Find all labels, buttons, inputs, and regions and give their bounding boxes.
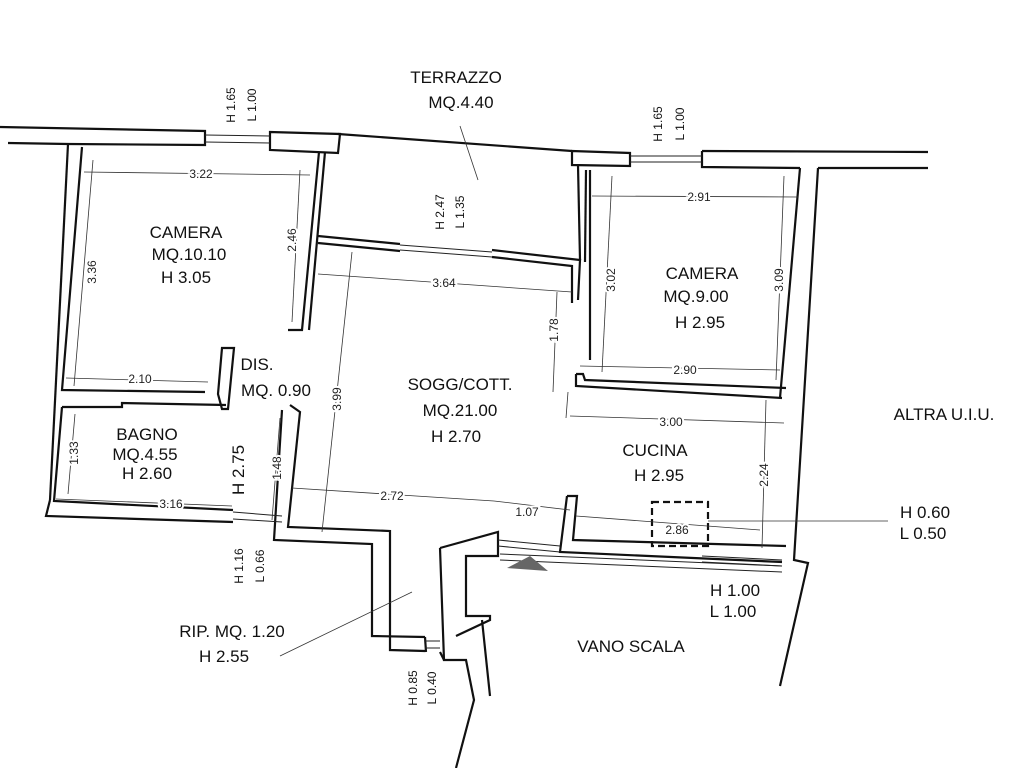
dim-1-78: 1.78 [547,318,561,342]
dim-2-72: 2.72 [380,489,404,503]
dis-name: DIS. [240,355,273,374]
dim-3-00: 3.00 [659,415,683,429]
vent-opening [650,500,710,548]
window7-width: L 0.50 [900,524,947,543]
vano-scala-label: VANO SCALA [577,637,685,656]
window-labels: H 1.65 L 1.00 H 2.47 L 1.35 H 1.65 L 1.0… [224,87,950,706]
window4-height: H 1.16 [232,548,246,584]
window1-height: H 1.65 [224,87,238,123]
bagno-height: H 2.60 [122,464,172,483]
rip-area: RIP. MQ. 1.20 [179,622,285,641]
dim-1-33: 1.33 [67,441,81,465]
dim-3-16: 3.16 [159,497,183,511]
camera1-name: CAMERA [150,223,223,242]
dim-2-24: 2.24 [757,463,771,487]
dim-3-22: 3.22 [189,167,213,181]
bagno-name: BAGNO [116,425,177,444]
window-sills [204,134,783,649]
window2-height: H 2.47 [433,194,447,230]
stair-hatch [499,553,783,573]
camera1-height: H 3.05 [161,268,211,287]
window6-height: H 1.00 [710,581,760,600]
bagno-area: MQ.4.55 [112,445,177,464]
terrazzo-area: MQ.4.40 [428,93,493,112]
camera2-name: CAMERA [666,264,739,283]
dim-3-99: 3.99 [330,387,344,411]
camera1-area: MQ.10.10 [152,245,227,264]
cucina-name: CUCINA [622,441,688,460]
walls [0,125,929,768]
dim-1-07: 1.07 [515,505,539,519]
dim-3-36: 3.36 [85,260,99,284]
terrazzo-name: TERRAZZO [410,68,502,87]
camera2-area: MQ.9.00 [663,287,728,306]
dimension-labels: 3.22 3.36 2.46 2.10 3.64 3.99 1.78 2.91 … [65,165,788,539]
dim-2-86: 2.86 [665,523,689,537]
sogg-area: MQ.21.00 [423,401,498,420]
dim-1-48: 1.48 [270,456,284,480]
dim-2-10: 2.10 [128,372,152,386]
dim-3-64: 3.64 [432,276,456,290]
dim-3-09: 3.09 [772,268,786,292]
window4-width: L 0.66 [253,549,267,582]
window5-width: L 0.40 [425,671,439,704]
dim-2-46: 2.46 [285,228,299,252]
dimension-lines [55,125,888,657]
sogg-height: H 2.70 [431,427,481,446]
dim-3-02: 3.02 [604,268,618,292]
camera2-height: H 2.95 [675,313,725,332]
window5-height: H 0.85 [406,670,420,706]
dis-area: MQ. 0.90 [241,381,311,400]
dim-2-91: 2.91 [687,190,711,204]
cucina-height: H 2.95 [634,466,684,485]
window1-width: L 1.00 [245,88,259,121]
window2-width: L 1.35 [453,195,467,228]
room-labels: TERRAZZO MQ.4.40 CAMERA MQ.10.10 H 3.05 … [112,68,994,666]
dim-2-90: 2.90 [673,363,697,377]
rip-height: H 2.55 [199,647,249,666]
window3-height: H 1.65 [651,106,665,142]
bagno-side-height: H 2.75 [229,445,248,495]
sogg-name: SOGG/COTT. [408,375,513,394]
altra-uiu-label: ALTRA U.I.U. [894,405,995,424]
window7-height: H 0.60 [900,503,950,522]
window6-width: L 1.00 [710,602,757,621]
window3-width: L 1.00 [673,107,687,140]
